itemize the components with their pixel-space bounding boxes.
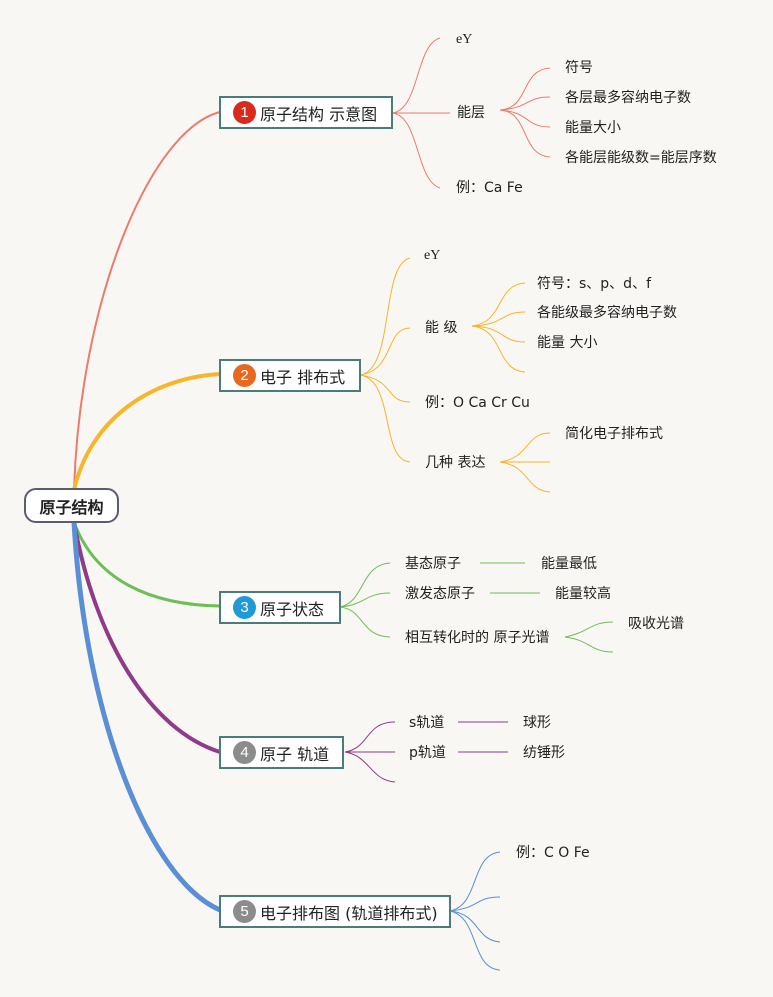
b4-sub-sphere[interactable]: 球形 [523, 715, 551, 731]
b4-sub-dumbbell[interactable]: 纺锤形 [523, 745, 565, 761]
branch-1-number-badge: 1 [233, 101, 256, 124]
branch-1-node[interactable]: 1 原子结构 示意图 [219, 96, 393, 129]
b1-child-example[interactable]: 例：Ca Fe [456, 180, 523, 196]
branch-3-label: 原子状态 [260, 599, 325, 619]
branch-4-label: 原子 轨道 [260, 744, 330, 764]
b1-sub-energy[interactable]: 能量大小 [565, 120, 621, 136]
b2-sub-simplified[interactable]: 简化电子排布式 [565, 426, 663, 442]
b5-child-example[interactable]: 例：C O Fe [516, 845, 590, 861]
b3-child-spectrum[interactable]: 相互转化时的 原子光谱 [405, 630, 550, 646]
b1-child-nengceng[interactable]: 能层 [457, 105, 485, 121]
link-root-b5 [71, 521, 221, 913]
branch-5-number-badge: 5 [233, 900, 256, 923]
b2-child-expressions[interactable]: 几种 表达 [425, 455, 486, 471]
branch-2-label: 电子 排布式 [260, 367, 346, 387]
b1-sub-levels[interactable]: 各能层能级数=能层序数 [565, 150, 717, 166]
b1-sub-fuhao[interactable]: 符号 [565, 60, 593, 76]
link-root-b3 [72, 521, 221, 608]
branch-4-node[interactable]: 4 原子 轨道 [219, 736, 344, 769]
b1-sub-max-electrons[interactable]: 各层最多容纳电子数 [565, 90, 691, 106]
root-node[interactable]: 原子结构 [24, 488, 119, 523]
b3-sub-higher-energy[interactable]: 能量较高 [555, 586, 611, 602]
link-root-b1 [73, 111, 221, 491]
b3-sub-absorption[interactable]: 吸收光谱 [628, 616, 684, 632]
b2-sub-energy[interactable]: 能量 大小 [537, 335, 598, 351]
b2-child-nengji[interactable]: 能 级 [425, 320, 458, 336]
b2-child-example[interactable]: 例：O Ca Cr Cu [425, 395, 530, 411]
branch-5-node[interactable]: 5 电子排布图 (轨道排布式) [219, 895, 451, 928]
b3-sub-lowest-energy[interactable]: 能量最低 [541, 556, 597, 572]
b2-child-ey[interactable]: eY [424, 248, 441, 263]
branch-3-node[interactable]: 3 原子状态 [219, 591, 341, 624]
b3-child-excited-state[interactable]: 激发态原子 [405, 586, 475, 602]
b4-child-p-orbital[interactable]: p轨道 [409, 745, 446, 761]
branch-5-label: 电子排布图 (轨道排布式) [260, 903, 438, 923]
b2-sub-max-electrons[interactable]: 各能级最多容纳电子数 [537, 305, 677, 321]
b1-child-ey[interactable]: eY [456, 32, 473, 47]
link-root-b2 [72, 372, 221, 491]
b2-sub-fuhao[interactable]: 符号：s、p、d、f [537, 276, 651, 292]
b4-child-s-orbital[interactable]: s轨道 [409, 715, 445, 731]
branch-1-label: 原子结构 示意图 [260, 104, 378, 124]
link-root-b4 [72, 521, 221, 754]
branch-2-number-badge: 2 [233, 364, 256, 387]
branch-2-node[interactable]: 2 电子 排布式 [219, 359, 361, 392]
branch-3-number-badge: 3 [233, 596, 256, 619]
branch-4-number-badge: 4 [233, 741, 256, 764]
b3-child-ground-state[interactable]: 基态原子 [405, 556, 461, 572]
